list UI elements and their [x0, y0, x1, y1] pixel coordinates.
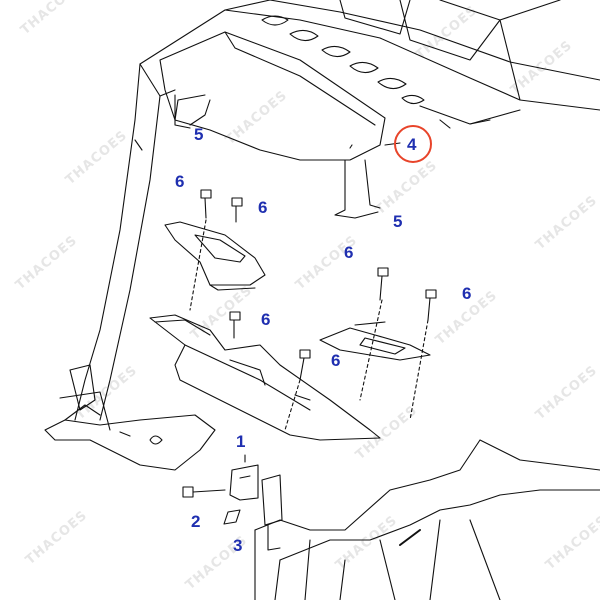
watermark-text: THACOES	[533, 193, 600, 253]
watermark-text: THACOES	[13, 233, 81, 293]
upper-frame	[139, 0, 600, 129]
watermark-text: THACOES	[63, 128, 131, 188]
highlight-ring	[394, 125, 432, 163]
small-bracket-part-1	[229, 454, 259, 501]
callout-5-upper[interactable]: 5	[194, 125, 203, 144]
watermark-text: THACOES	[23, 508, 91, 568]
callout-5-lower[interactable]: 5	[393, 212, 402, 231]
crossbar	[149, 314, 381, 441]
watermark-text: THACOES	[533, 363, 600, 423]
lower-left-floor	[44, 404, 216, 471]
bolt-part-2	[182, 486, 226, 498]
watermark-text: THACOES	[413, 3, 481, 63]
callout-4[interactable]: 4	[407, 135, 417, 154]
bolts-part-6	[189, 189, 437, 431]
callout-6-d[interactable]: 6	[462, 284, 471, 303]
watermark-text: THACOES	[333, 513, 401, 573]
watermark-text: THACOES	[188, 283, 256, 343]
watermark-text: THACOES	[353, 403, 421, 463]
callout-6-a[interactable]: 6	[175, 172, 184, 191]
shim-part-3	[223, 509, 241, 525]
right-vertical-bracket	[261, 474, 283, 551]
callout-1[interactable]: 1	[236, 432, 245, 451]
callout-6-b[interactable]: 6	[258, 198, 267, 217]
callout-3[interactable]: 3	[233, 536, 242, 555]
watermark-text: THACOES	[373, 158, 441, 218]
mounting-plate-right	[319, 321, 431, 361]
callout-6-c[interactable]: 6	[344, 243, 353, 262]
watermark-text: THACOES	[293, 233, 361, 293]
callout-6-f[interactable]: 6	[331, 351, 340, 370]
watermark-text: THACOES	[18, 0, 86, 38]
bracket-part-5	[174, 94, 381, 219]
callout-2[interactable]: 2	[191, 512, 200, 531]
lower-right-floor	[254, 439, 600, 600]
mounting-plate-upper	[164, 221, 266, 291]
callout-6-e[interactable]: 6	[261, 310, 270, 329]
left-pillar	[59, 63, 161, 431]
watermark-text: THACOES	[543, 513, 600, 573]
cover-plate-part-4	[159, 31, 401, 161]
